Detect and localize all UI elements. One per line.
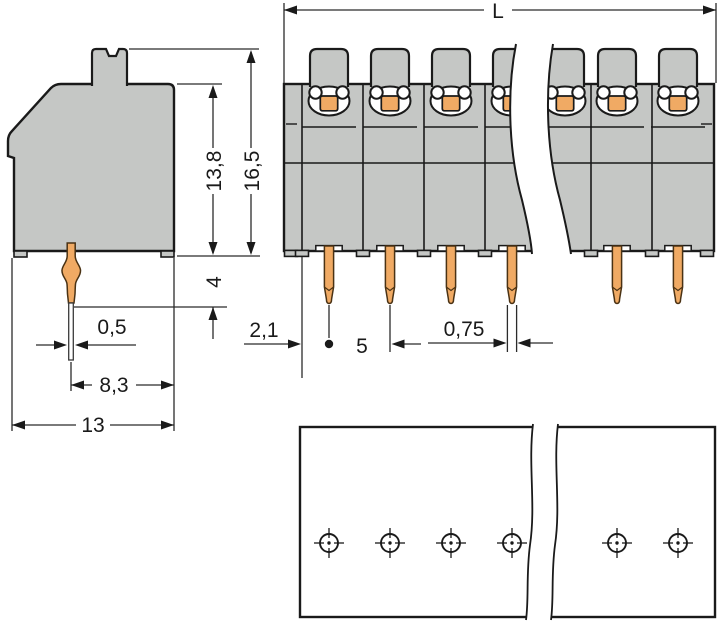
pcb-break-band: [526, 424, 558, 620]
pole-tab: [596, 47, 638, 89]
side-solder-pin: [61, 242, 82, 304]
dim-label-total-height: 16,5: [241, 151, 264, 192]
dim-label-pin-tip-width: 0,5: [97, 316, 126, 339]
pole-tab: [657, 47, 699, 89]
pole-tab: [369, 47, 411, 89]
pole-tab: [308, 47, 350, 89]
dim-label-overall-length: L: [492, 0, 504, 23]
dim-label-housing-height: 13,8: [203, 151, 226, 192]
dim-label-pin-center-to-back: 8,3: [99, 374, 128, 397]
break-line-right: [546, 43, 572, 255]
side-housing-body: [6, 82, 176, 253]
dim-label-pin-protrusion: 4: [203, 276, 226, 288]
dim-label-pin-pitch: 5: [356, 335, 368, 358]
side-latch: [90, 47, 129, 86]
solder-pin: [323, 245, 335, 305]
pole-tab: [430, 47, 472, 89]
dim-label-overall-depth: 13: [81, 414, 104, 437]
solder-pin: [672, 245, 684, 305]
front-view: L 2,1 5 0,75: [244, 0, 717, 378]
pcb-break-line-left: [525, 423, 534, 621]
solder-pin: [384, 245, 396, 305]
dim-label-pin-width: 0,75: [444, 318, 485, 341]
side-foot-left: [13, 250, 28, 258]
side-view: 13,8 16,5 4 0,5 8,3 13: [6, 47, 264, 437]
pcb-board-outline: [298, 425, 717, 619]
pitch-reference-dot: [324, 339, 334, 349]
front-view-dimensions: [244, 3, 717, 378]
front-latch-tabs: [308, 47, 699, 89]
pole-dividers: [301, 84, 653, 251]
side-pin-tip: [68, 302, 74, 361]
front-solder-pins: [323, 245, 684, 305]
pcb-break-line-right: [550, 423, 559, 621]
side-foot-right: [160, 250, 175, 258]
break-band: [510, 44, 571, 254]
pcb-view: [298, 423, 717, 621]
dim-label-end-to-first-pin: 2,1: [249, 319, 278, 342]
solder-pin: [445, 245, 457, 305]
break-line-left: [509, 43, 533, 255]
solder-pin: [506, 245, 518, 305]
solder-pin: [611, 245, 623, 305]
